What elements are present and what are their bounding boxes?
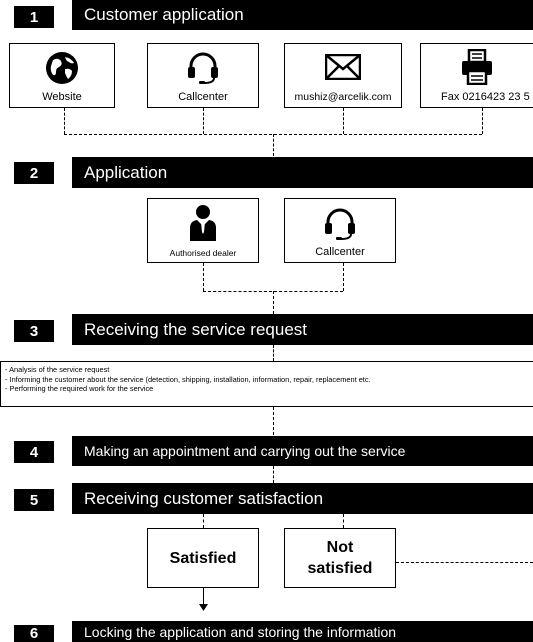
service-request-item: - Performing the required work for the s… [5, 384, 154, 393]
fax-icon [462, 49, 492, 85]
application-label: Callcenter [315, 246, 365, 258]
channel-label: Fax 0216423 23 5 [441, 91, 530, 103]
step-5-title: Receiving customer satisfaction [72, 483, 533, 514]
arrow-down [203, 588, 204, 605]
connector [273, 466, 274, 483]
step-6-title: Locking the application and storing the … [72, 621, 533, 642]
connector [482, 108, 483, 134]
service-request-item: - Informing the customer about the servi… [5, 374, 371, 384]
connector [203, 108, 204, 134]
application-authorised-dealer: Authorised dealer [147, 198, 259, 263]
connector [273, 134, 274, 156]
step-1-title: Customer application [72, 0, 533, 30]
connector [64, 108, 65, 134]
dealer-person-icon [190, 205, 216, 241]
step-5-number: 5 [14, 489, 54, 511]
channel-label: Website [42, 91, 82, 103]
service-request-details: - Analysis of the service request - Info… [0, 361, 533, 407]
step-6-number: 6 [14, 625, 54, 642]
step-4-number: 4 [14, 441, 54, 463]
channel-website: Website [9, 43, 115, 108]
connector [273, 407, 274, 435]
channel-label: Callcenter [178, 91, 228, 103]
channel-email: mushiz@arcelik.com [284, 43, 402, 108]
channel-fax: Fax 0216423 23 5 [420, 43, 533, 108]
not-satisfied-label-line2: satisfied [307, 560, 373, 577]
service-request-item: - Analysis of the service request [5, 365, 110, 374]
connector [203, 263, 204, 291]
headset-icon [188, 52, 218, 84]
not-satisfied-label-line1: Not [326, 539, 354, 556]
application-label: Authorised dealer [169, 248, 237, 258]
channel-label: mushiz@arcelik.com [294, 91, 392, 103]
step-4-title: Making an appointment and carrying out t… [72, 436, 533, 466]
connector [203, 514, 204, 528]
arrow-down-icon [199, 604, 208, 611]
step-1-number: 1 [14, 6, 54, 28]
step-2-title: Application [72, 157, 533, 188]
step-2-number: 2 [14, 162, 54, 184]
connector [343, 263, 344, 291]
connector [273, 345, 274, 361]
application-callcenter: Callcenter [284, 198, 396, 263]
connector [273, 291, 274, 314]
not-satisfied-box: Not satisfied [284, 528, 396, 588]
step-3-title: Receiving the service request [72, 314, 533, 345]
step-3-number: 3 [14, 320, 54, 342]
connector [343, 108, 344, 134]
satisfied-label: Satisfied [169, 549, 237, 567]
satisfied-box: Satisfied [147, 528, 259, 588]
envelope-icon [325, 54, 361, 80]
connector [343, 514, 344, 528]
channel-callcenter: Callcenter [147, 43, 259, 108]
globe-icon [46, 52, 78, 84]
connector [396, 562, 533, 563]
headset-icon [325, 208, 355, 240]
